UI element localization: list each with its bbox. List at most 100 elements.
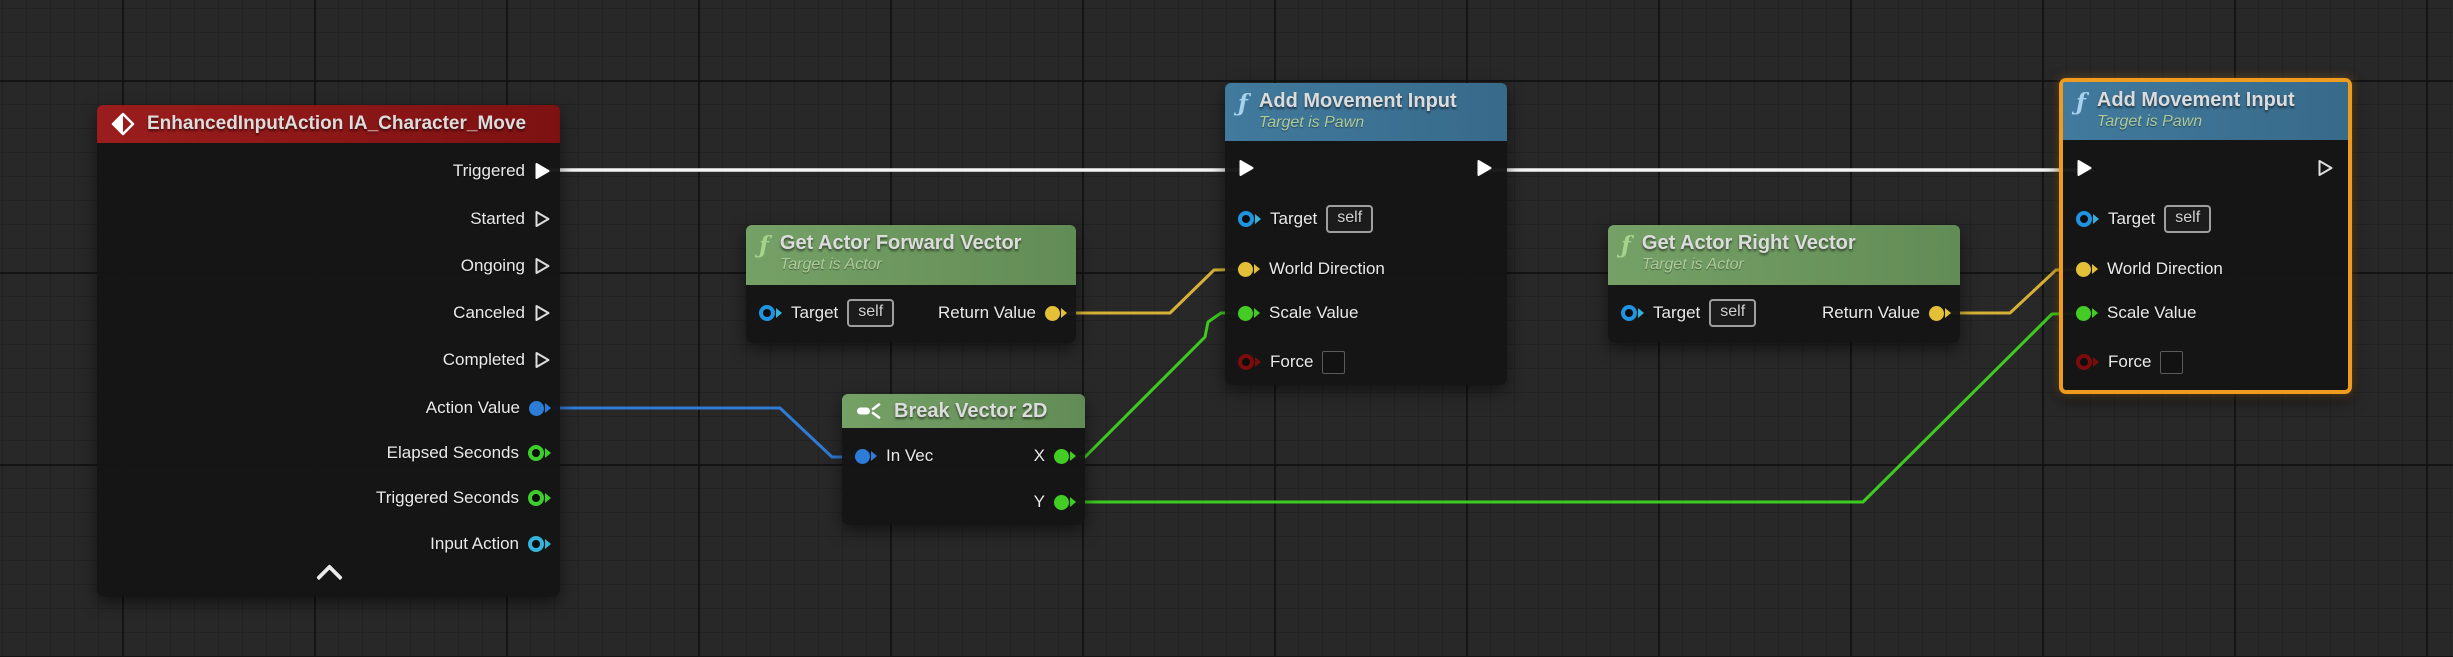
vector-pin-icon[interactable] [2076, 261, 2098, 277]
pin-world-direction[interactable]: World Direction [1238, 255, 1385, 283]
pin-scale-value[interactable]: Scale Value [1238, 299, 1358, 327]
event-diamond-icon [111, 112, 135, 136]
target-self-field[interactable]: self [847, 299, 895, 327]
float-pin-icon[interactable] [528, 445, 551, 461]
vector-pin-icon[interactable] [1238, 261, 1260, 277]
bool-pin-icon[interactable] [1238, 354, 1261, 370]
pin-return-value[interactable]: Return Value [938, 299, 1067, 327]
node-get-actor-forward-vector[interactable]: ƒ Get Actor Forward Vector Target is Act… [746, 225, 1076, 343]
node-add-movement-input-2[interactable]: ƒ Add Movement Input Target is Pawn Targ… [2059, 78, 2352, 394]
float-pin-icon[interactable] [1238, 305, 1260, 321]
data-wire-action-value[interactable] [547, 406, 870, 459]
pin-y[interactable]: Y [1034, 488, 1076, 516]
exec-arrow [535, 352, 550, 368]
pin-force[interactable]: Force [2076, 348, 2184, 376]
exec-pin-icon[interactable] [534, 304, 551, 322]
exec-in-pin[interactable] [2076, 154, 2093, 182]
exec-pin-icon[interactable] [534, 210, 551, 228]
pin-elapsed-seconds[interactable]: Elapsed Seconds [387, 439, 551, 467]
target-self-field[interactable]: self [2164, 205, 2212, 233]
node-header[interactable]: ƒ Add Movement Input Target is Pawn [1225, 83, 1507, 141]
exec-arrow [535, 305, 550, 321]
bool-pin-icon[interactable] [2076, 354, 2099, 370]
pin-in-vec[interactable]: In Vec [855, 442, 933, 470]
pin-scale-value[interactable]: Scale Value [2076, 299, 2196, 327]
split-arrows [871, 403, 881, 419]
function-icon: ƒ [1621, 232, 1631, 259]
pin-target[interactable]: Target self [1621, 299, 1757, 327]
node-title: Get Actor Forward Vector [779, 232, 1022, 254]
exec-pin-icon[interactable] [534, 351, 551, 369]
exec-out-pin[interactable] [1476, 154, 1493, 182]
exec-in-pin[interactable] [1238, 154, 1255, 182]
object-pin-icon[interactable] [528, 536, 551, 552]
force-checkbox[interactable] [2160, 350, 2184, 374]
pin-input-action[interactable]: Input Action [430, 530, 551, 558]
target-self-field[interactable]: self [1709, 299, 1757, 327]
function-icon: ƒ [759, 232, 769, 259]
target-self-field[interactable]: self [1326, 205, 1374, 233]
node-header[interactable]: Break Vector 2D [842, 394, 1085, 428]
exec-pin-icon[interactable] [1476, 159, 1493, 177]
node-header[interactable]: ƒ Get Actor Right Vector Target is Actor [1608, 225, 1960, 285]
pin-force[interactable]: Force [1238, 348, 1346, 376]
pin-label: World Direction [2107, 259, 2223, 278]
collapse-node-button[interactable] [315, 564, 343, 591]
node-title: Get Actor Right Vector [1641, 232, 1856, 254]
struct-pin-icon[interactable] [855, 448, 877, 464]
pin-label: Force [2108, 352, 2152, 371]
pin-canceled[interactable]: Canceled [453, 299, 551, 327]
node-add-movement-input-1[interactable]: ƒ Add Movement Input Target is Pawn Targ… [1225, 83, 1507, 385]
exec-pin-icon[interactable] [2317, 159, 2334, 177]
node-get-actor-right-vector[interactable]: ƒ Get Actor Right Vector Target is Actor… [1608, 225, 1960, 343]
float-pin-icon[interactable] [1054, 494, 1076, 510]
pin-target[interactable]: Target self [2076, 205, 2212, 233]
object-pin-icon[interactable] [2076, 211, 2099, 227]
exec-pin-icon[interactable] [534, 162, 551, 180]
pin-x[interactable]: X [1034, 442, 1076, 470]
pin-ongoing[interactable]: Ongoing [461, 252, 551, 280]
node-title: Add Movement Input [2096, 89, 2295, 111]
data-wire-forward-vector[interactable] [1062, 267, 1254, 315]
float-pin-icon[interactable] [528, 490, 551, 506]
object-pin-icon[interactable] [1621, 305, 1644, 321]
pin-triggered-seconds[interactable]: Triggered Seconds [376, 484, 551, 512]
node-title: Break Vector 2D [894, 399, 1048, 422]
pin-label: Target [2108, 209, 2156, 228]
pin-target[interactable]: Target self [759, 299, 895, 327]
exec-pin-icon[interactable] [1238, 159, 1255, 177]
float-pin-icon[interactable] [1054, 448, 1076, 464]
pin-completed[interactable]: Completed [443, 346, 551, 374]
pin-label: Started [470, 209, 525, 228]
struct-pin-icon[interactable] [529, 400, 551, 416]
force-checkbox[interactable] [1322, 350, 1346, 374]
pin-started[interactable]: Started [470, 205, 551, 233]
node-header[interactable]: EnhancedInputAction IA_Character_Move [97, 105, 560, 143]
float-pin-icon[interactable] [2076, 305, 2098, 321]
object-pin-icon[interactable] [759, 305, 782, 321]
diamond-half-fill [113, 114, 123, 134]
pin-label: Completed [442, 350, 525, 369]
node-break-vector-2d[interactable]: Break Vector 2D In Vec X Y [842, 394, 1085, 525]
pin-world-direction[interactable]: World Direction [2076, 255, 2223, 283]
exec-pin-icon[interactable] [534, 257, 551, 275]
pin-label: Action Value [425, 398, 520, 417]
data-wire-x-to-scale[interactable] [1058, 311, 1254, 459]
pin-return-value[interactable]: Return Value [1822, 299, 1951, 327]
pin-label: Elapsed Seconds [386, 443, 519, 462]
node-header[interactable]: ƒ Get Actor Forward Vector Target is Act… [746, 225, 1076, 285]
pin-label: Target [1270, 209, 1318, 228]
vector-pin-icon[interactable] [1929, 305, 1951, 321]
pin-label: Ongoing [460, 256, 525, 275]
object-pin-icon[interactable] [1238, 211, 1261, 227]
vector-pin-icon[interactable] [1045, 305, 1067, 321]
pin-triggered[interactable]: Triggered [453, 157, 551, 185]
pin-action-value[interactable]: Action Value [426, 394, 551, 422]
exec-pin-icon[interactable] [2076, 159, 2093, 177]
pin-label: In Vec [886, 446, 934, 465]
exec-out-pin[interactable] [2317, 154, 2334, 182]
node-header[interactable]: ƒ Add Movement Input Target is Pawn [2063, 82, 2348, 140]
node-event-enhancedinputaction[interactable]: EnhancedInputAction IA_Character_Move Tr… [97, 105, 560, 597]
pin-target[interactable]: Target self [1238, 205, 1374, 233]
